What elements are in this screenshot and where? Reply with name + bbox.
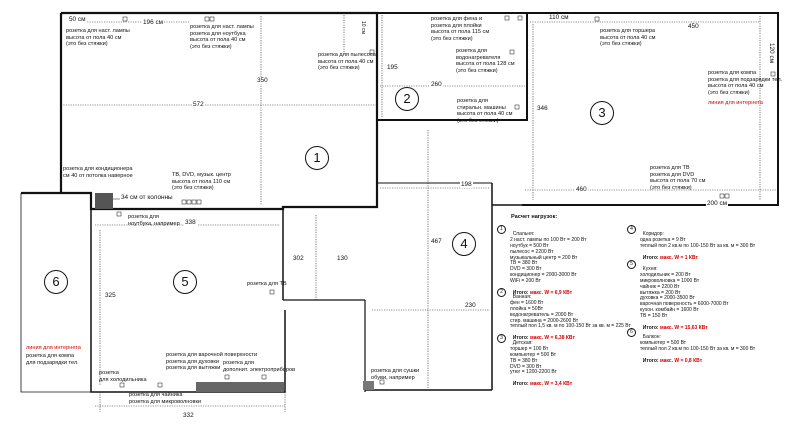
loads-num-6: 6: [627, 328, 636, 337]
dim-34: 34 см от колонны: [120, 194, 174, 201]
label-washer: розетка для стиральн. машины высота от п…: [457, 98, 513, 124]
label-lamp-laptop: розетка для наст. лампы розетка для ноут…: [190, 24, 254, 50]
dim-120: 120 см: [768, 42, 775, 65]
dim-302: 302: [292, 255, 305, 262]
label-hairdryer: розетка для фена и розетка для плойки вы…: [431, 16, 490, 42]
loads-kids: Детская: торшер = 100 Вт компьютер = 500…: [510, 335, 572, 388]
loads-corridor: Коридор: одна розетка = 9 Вт теплый пол …: [640, 226, 755, 261]
room-number-6: 6: [44, 270, 68, 294]
room-number-3: 3: [590, 101, 614, 125]
loads-balcony: Балкон: компьютер = 500 Вт теплый пол 2 …: [640, 329, 755, 364]
dim-346: 346: [536, 105, 549, 112]
loads-bath-total-label: Итого:: [512, 335, 530, 342]
loads-num-4: 4: [627, 225, 636, 234]
loads-bedroom: Спальня: 2 наст. лампы по 100 Вт = 200 В…: [510, 226, 587, 297]
loads-corridor-items: Коридор: одна розетка = 9 Вт теплый пол …: [640, 230, 756, 249]
dim-230: 230: [464, 302, 477, 309]
wall-room-5: [90, 209, 286, 393]
dim-260: 260: [430, 81, 443, 88]
dim-200: 200 см: [706, 200, 729, 207]
label-air-conditioner: розетка для кондиционера см 40 от потолк…: [63, 166, 133, 179]
column: [95, 193, 113, 209]
label-laptop-charger: розетка для ноутбука, напримеp: [128, 214, 180, 227]
loads-kids-total: макс. W = 3,4 КВт: [529, 381, 573, 388]
kitchen-counter: [196, 382, 284, 392]
loads-kids-total-label: Итого:: [512, 381, 530, 388]
wall-room-6: [20, 193, 91, 393]
loads-balcony-items: Балкон: компьютер = 500 Вт теплый пол 2 …: [640, 333, 756, 352]
loads-kitchen-total: макс. W = 15,63 КВт: [659, 324, 708, 331]
loads-bedroom-items: Спальня: 2 наст. лампы по 100 Вт = 200 В…: [510, 230, 587, 285]
room-number-1: 1: [305, 146, 329, 170]
loads-kitchen: Кухня: холодильник = 200 Вт микроволновк…: [640, 261, 729, 332]
label-cooktop: розетка для варочной поверхности розетка…: [166, 352, 258, 372]
dim-450: 450: [687, 23, 700, 30]
loads-title: Расчет нагрузок:: [511, 214, 558, 220]
loads-kitchen-items: Кухня: холодильник = 200 Вт микроволновк…: [640, 265, 729, 320]
dim-130: 130: [336, 255, 349, 262]
loads-num-1: 1: [497, 225, 506, 234]
loads-bath-total: макс. W = 6,38 КВт: [529, 335, 575, 342]
loads-kids-items: Детская: торшер = 100 Вт компьютер = 500…: [510, 339, 557, 376]
label-tv-room3: розетка для TB розетка для DVD высота от…: [650, 165, 706, 191]
label-water-heater: розетка для водонагревателя высота от по…: [456, 48, 515, 74]
label-computer-balcony: розетка для компа для подзарядки тел.: [26, 353, 79, 366]
loads-balcony-total: макс. W = 0,8 КВт: [659, 357, 703, 364]
wall-room-2: [377, 12, 528, 121]
loads-num-2: 2: [497, 288, 506, 297]
loads-num-3: 3: [497, 334, 506, 343]
label-tv-room1: TB, DVD, музык. центр высота от пола 110…: [172, 172, 232, 192]
loads-bath: Ванная: фен = 1600 Вт плойка = 50Вт водо…: [510, 289, 631, 342]
wall-room-3: [522, 12, 779, 206]
dim-198: 198: [460, 181, 473, 188]
dim-10: 10 см: [359, 20, 366, 35]
dim-572: 572: [192, 101, 205, 108]
room-number-4: 4: [452, 232, 476, 256]
label-floor-lamp: розетка для торшера высота от пола 40 см…: [600, 28, 656, 48]
dim-325: 325: [104, 292, 117, 299]
loads-kitchen-total-label: Итого:: [642, 324, 660, 331]
label-tv-room5: розетка для TB: [247, 281, 287, 287]
label-desk-lamp: розетка для наст. лампы высота от пола 4…: [66, 28, 130, 48]
loads-num-5: 5: [627, 260, 636, 269]
room-number-5: 5: [173, 270, 197, 294]
loads-bedroom-total: макс. W = 6,9 КВт: [529, 289, 573, 296]
dim-350: 350: [256, 77, 269, 84]
dim-332: 332: [182, 412, 195, 419]
label-kettle: розетка для чайника розетка для микровол…: [129, 392, 202, 405]
dim-196: 196 см: [142, 19, 165, 26]
label-fridge: розетка для холодильника: [99, 370, 147, 383]
dim-195: 195: [386, 64, 399, 71]
label-computer: розетка для компа розетка для подзарядки…: [708, 70, 783, 96]
loads-corridor-total: макс. W = 1 КВт: [659, 254, 698, 261]
dim-110: 110 см: [548, 14, 570, 21]
dim-467: 467: [430, 238, 443, 245]
dim-50: 50 см: [68, 16, 87, 23]
wall-room-1: [21, 11, 379, 211]
label-internet-line-3: линия для интернета: [708, 100, 763, 106]
room-number-2: 2: [395, 87, 419, 111]
label-extra-appliances: розетка для дополнит. электроприборов: [223, 360, 296, 373]
loads-corridor-total-label: Итого:: [642, 254, 660, 261]
label-internet-line-6: линия для интернета: [26, 345, 81, 351]
loads-bath-items: Ванная: фен = 1600 Вт плойка = 50Вт водо…: [510, 293, 631, 330]
label-vacuum: розетка для пылесоса высота от пола 40 с…: [318, 52, 376, 72]
label-shoe-dryer: розетка для сушки обуви, например: [371, 368, 420, 381]
dim-460: 460: [575, 186, 588, 193]
dim-338: 338: [184, 219, 197, 226]
loads-bedroom-total-label: Итого:: [512, 289, 530, 296]
loads-balcony-total-label: Итого:: [642, 357, 660, 364]
